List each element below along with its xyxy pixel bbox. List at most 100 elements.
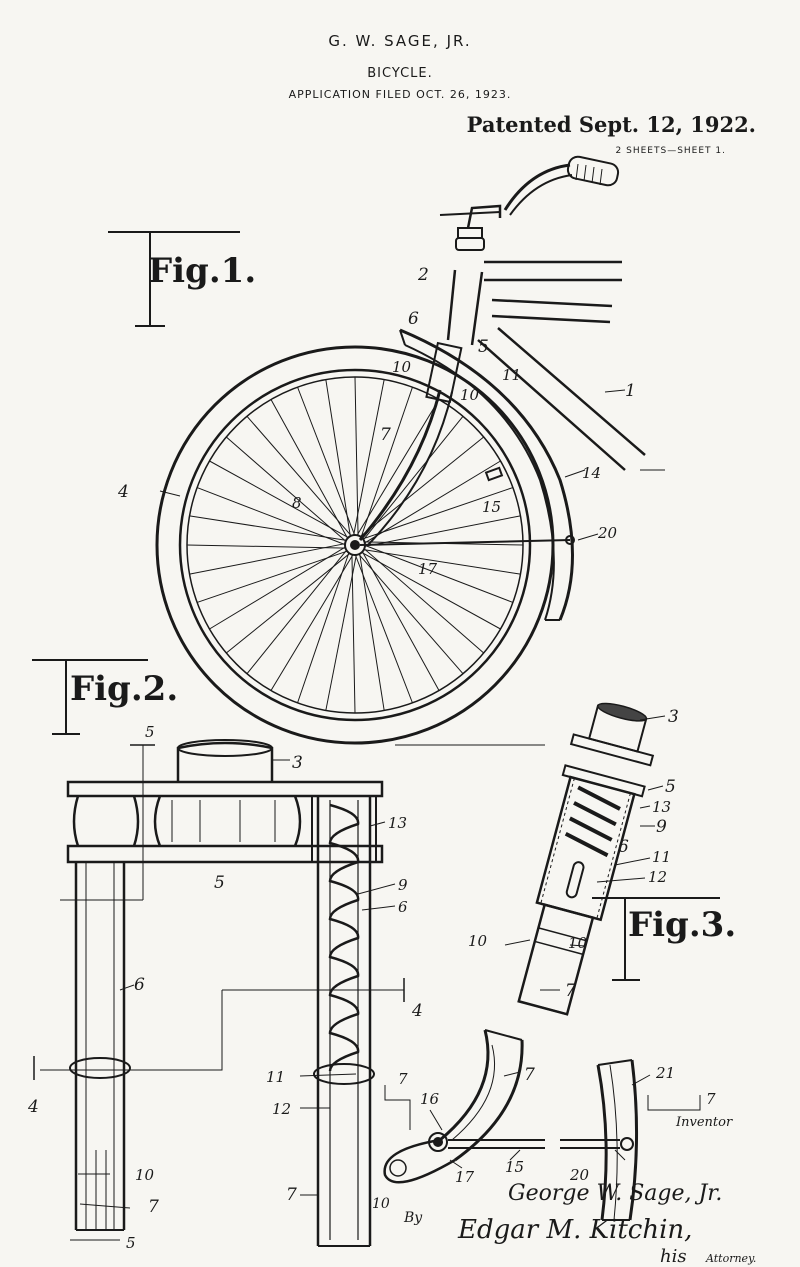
- spoke: [357, 553, 464, 675]
- ref-16: 16: [420, 1090, 440, 1108]
- brace-rod-detail: [448, 1139, 545, 1149]
- inventor-name: G. W. SAGE, JR.: [328, 32, 472, 50]
- steerer-tube: [176, 741, 274, 782]
- head-tube: [446, 269, 484, 346]
- ref-6: 6: [408, 309, 419, 329]
- ref-8: 8: [292, 494, 302, 512]
- crown-top-plate: [66, 780, 384, 798]
- second-tube: [491, 298, 613, 324]
- ref-4-section-left: 4: [27, 1097, 39, 1117]
- ref-5-fig3: 5: [665, 777, 676, 797]
- handlebar-grip: [566, 155, 620, 187]
- ref-10-fig2: 10: [135, 1166, 155, 1184]
- spoke: [359, 436, 485, 538]
- spoke: [186, 544, 347, 549]
- ref-7: 7: [380, 425, 391, 445]
- spokes: [186, 376, 524, 714]
- spoke: [325, 379, 351, 538]
- ref-5: 5: [478, 337, 489, 357]
- ref-1: 1: [625, 381, 636, 401]
- fig3-spring: [564, 785, 621, 858]
- by-label: By: [403, 1210, 423, 1226]
- handlebar: [503, 163, 571, 211]
- patent-title: BICYCLE.: [367, 66, 433, 81]
- spoke: [297, 386, 356, 537]
- patented-date: Patented Sept. 12, 1922.: [466, 112, 756, 137]
- ref-10b: 10: [460, 386, 480, 404]
- ref-11-fig2: 11: [266, 1068, 285, 1086]
- ref-6-left: 6: [134, 975, 145, 995]
- spoke: [361, 550, 440, 691]
- inventor-signature: George W. Sage, Jr.: [508, 1181, 722, 1206]
- ref-14: 14: [582, 464, 601, 482]
- ref-7-fig2-right: 7: [286, 1185, 297, 1205]
- spoke: [325, 553, 358, 711]
- fork-sleeve: [425, 341, 463, 404]
- spoke: [363, 515, 521, 548]
- crown-bottom-plate: [66, 844, 384, 864]
- spoke: [363, 460, 501, 544]
- ref-5-crown: 5: [214, 873, 225, 893]
- his-label: his: [660, 1246, 687, 1267]
- ref-10-fig3-right: 10: [568, 934, 588, 952]
- fig3-slot: [565, 861, 585, 899]
- spoke: [209, 460, 350, 539]
- ref-10-fig3-left: 10: [468, 932, 488, 950]
- spoke: [225, 552, 351, 654]
- spoke: [297, 551, 350, 704]
- spoke: [246, 549, 348, 675]
- attorney-label: Attorney.: [705, 1252, 756, 1265]
- spoke: [351, 553, 356, 714]
- application-date: APPLICATION FILED OCT. 26, 1923.: [288, 88, 512, 101]
- ref-13-fig3: 13: [652, 798, 671, 816]
- spoke: [354, 553, 413, 704]
- ref-21: 21: [655, 1064, 675, 1082]
- figure-curved-fork-detail: [383, 1029, 701, 1221]
- fig-1-label: Fig.1.: [148, 251, 256, 291]
- right-clamp: [313, 1063, 375, 1085]
- spoke: [360, 386, 413, 539]
- spoke: [270, 553, 354, 691]
- figure-1-bicycle-front: [155, 155, 665, 745]
- fender-section: [596, 1064, 608, 1221]
- dropout-plate: [383, 1138, 456, 1184]
- ref-20-detail: 20: [569, 1166, 590, 1184]
- spoke: [196, 487, 347, 546]
- coil-spring: [328, 803, 360, 1072]
- ref-4-section-right: 4: [411, 1001, 423, 1021]
- ref-11: 11: [502, 366, 521, 384]
- figure-3-sleeve-section: [517, 702, 655, 1016]
- fender-outer: [399, 328, 574, 621]
- fender-inner: [404, 344, 555, 621]
- ref-7-fig2: 7: [148, 1197, 159, 1217]
- ref-4: 4: [117, 482, 129, 502]
- fork-blade: [358, 389, 442, 541]
- spoke: [362, 415, 464, 541]
- ref-7-fig3: 7: [565, 981, 576, 1001]
- ref-13: 13: [388, 814, 407, 832]
- sheet-count: 2 SHEETS—SHEET 1.: [615, 146, 726, 156]
- fig-3-label: Fig.3.: [628, 905, 736, 945]
- ref-12-fig3: 12: [648, 868, 667, 886]
- ref-6-right: 6: [398, 898, 408, 916]
- fig-1-mark: [108, 231, 240, 327]
- spoke: [189, 515, 348, 541]
- ref-6-fig3: 6: [618, 837, 629, 857]
- ref-5-section-bottom: 5: [126, 1234, 136, 1252]
- spoke: [352, 379, 385, 537]
- ref-7-curve: 7: [524, 1065, 535, 1085]
- curved-fork-outer: [439, 1029, 490, 1142]
- ref-9-fig3: 9: [656, 817, 667, 837]
- spoke: [363, 544, 514, 603]
- spoke: [209, 546, 347, 630]
- head-cup: [455, 237, 485, 251]
- brace-rod: [359, 539, 571, 546]
- ref-7-section-right: 7: [706, 1090, 716, 1108]
- spoke: [225, 436, 347, 543]
- fig3-fork-tube: [517, 903, 595, 1016]
- ref-15: 15: [482, 498, 501, 516]
- ref-12-fig2: 12: [272, 1100, 291, 1118]
- spoke: [362, 549, 521, 575]
- ref-17-detail: 17: [455, 1168, 475, 1186]
